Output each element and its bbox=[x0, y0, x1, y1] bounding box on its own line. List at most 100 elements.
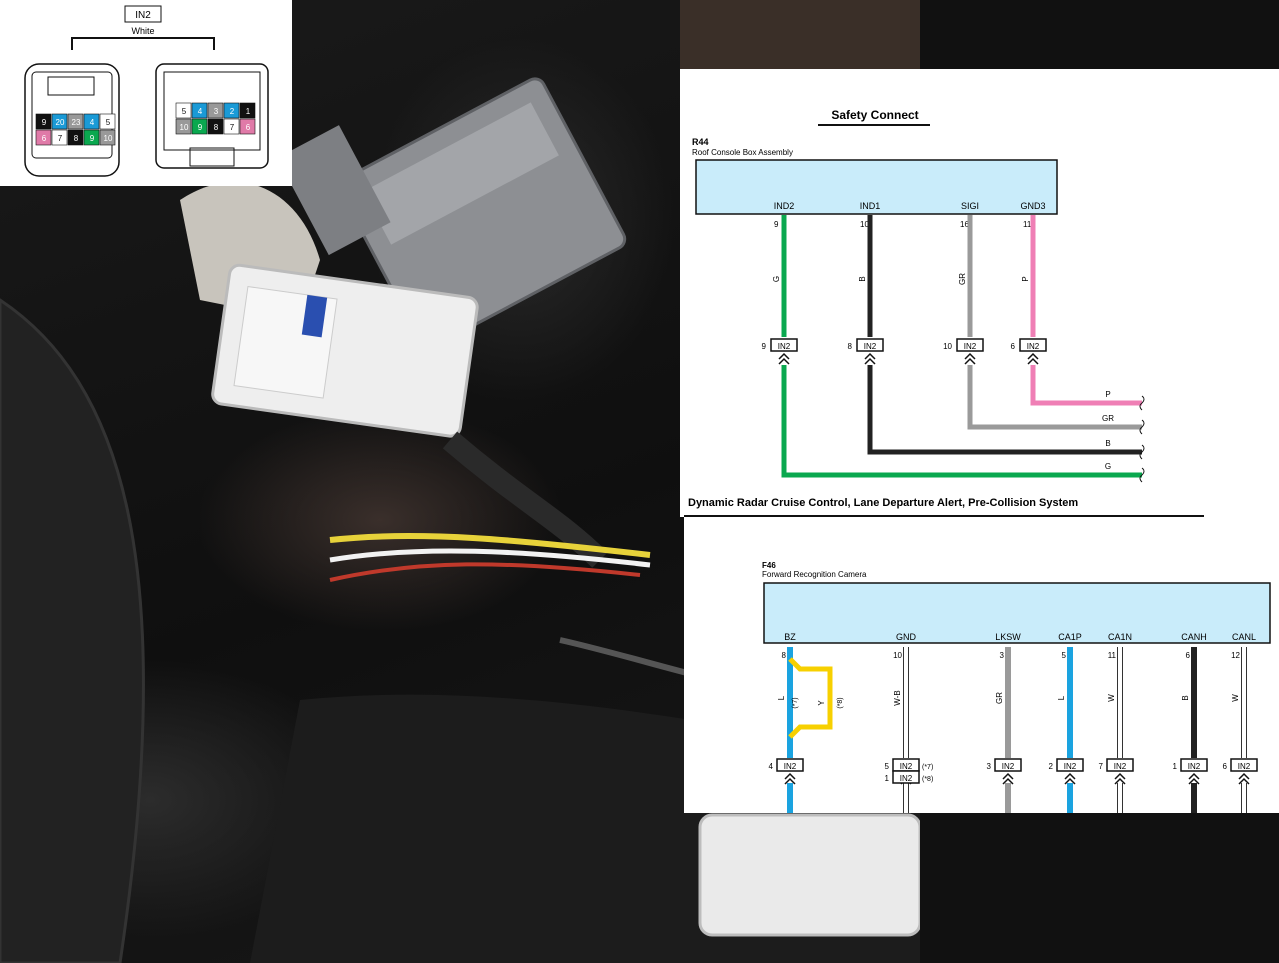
wire-color-code: W bbox=[1231, 694, 1240, 702]
pin-number: 12 bbox=[1231, 651, 1240, 660]
component-id: R44 bbox=[692, 137, 709, 147]
chevron bbox=[1002, 772, 1014, 785]
inset-pin-number: 10 bbox=[180, 123, 189, 132]
conn-box bbox=[994, 758, 1022, 772]
pin-name-canl: CANL bbox=[1232, 632, 1256, 642]
conn-box bbox=[856, 338, 884, 352]
chevron bbox=[1188, 772, 1200, 785]
conn-label: IN2 bbox=[1114, 762, 1127, 771]
wire-yellow bbox=[329, 532, 651, 558]
component-box bbox=[695, 159, 1058, 215]
radar-component-name: Forward Recognition Camera bbox=[762, 570, 867, 579]
chevron bbox=[1027, 352, 1039, 365]
inset-pin-number: 9 bbox=[42, 118, 47, 127]
conn-pin: 6 bbox=[1223, 762, 1228, 771]
pin-name-lksw: LKSW bbox=[995, 632, 1021, 642]
pin-name-sigi: SIGI bbox=[961, 201, 979, 211]
conn-box bbox=[1056, 758, 1084, 772]
radar-component-id: F46 bbox=[762, 561, 776, 570]
wire-color-code: B bbox=[1181, 695, 1190, 700]
inset-pin-number: 6 bbox=[42, 134, 47, 143]
wire-run-gnd3 bbox=[1030, 365, 1142, 406]
inset-pin-number: 4 bbox=[198, 107, 203, 116]
wire-color-code: GR bbox=[995, 692, 1004, 704]
inset-pin-number: 23 bbox=[72, 118, 81, 127]
wire-run-sigi bbox=[967, 365, 1142, 430]
conn-box bbox=[776, 758, 804, 772]
inset-pin-number: 5 bbox=[106, 118, 111, 127]
pin-number: 11 bbox=[1108, 651, 1117, 660]
wire-color-code: L bbox=[1057, 695, 1066, 700]
inset-pin bbox=[51, 113, 68, 130]
pin-name-gnd3: GND3 bbox=[1020, 201, 1045, 211]
conn-box-alt bbox=[892, 770, 920, 784]
inset-pin-number: 4 bbox=[90, 118, 95, 127]
conn-label: IN2 bbox=[964, 342, 977, 351]
chevron bbox=[864, 352, 876, 365]
break-mark bbox=[1139, 467, 1145, 483]
wire-run-ind2 bbox=[781, 365, 1142, 478]
inset-pin bbox=[223, 102, 240, 119]
wire-color-code: L bbox=[777, 695, 786, 700]
wire-end-label: B bbox=[1105, 439, 1110, 448]
inset-pin-number: 20 bbox=[56, 118, 65, 127]
conn-pin: 1 bbox=[1173, 762, 1178, 771]
inset-pin-number: 9 bbox=[90, 134, 95, 143]
wire-note: (*7) bbox=[792, 697, 799, 708]
pin-name-ind1: IND1 bbox=[860, 201, 881, 211]
gnd-note-a: (*7) bbox=[922, 764, 933, 771]
chevron bbox=[964, 352, 976, 365]
conn-label: IN2 bbox=[1064, 762, 1077, 771]
inset-pin bbox=[175, 102, 192, 119]
wire-note: (*8) bbox=[837, 697, 844, 708]
wire-red bbox=[329, 562, 641, 582]
conn-box bbox=[770, 338, 798, 352]
inset-pin bbox=[99, 113, 116, 130]
pin-number: 11 bbox=[1023, 220, 1032, 229]
radar-component-box bbox=[763, 582, 1271, 644]
break-mark bbox=[1139, 419, 1145, 435]
chevron bbox=[784, 772, 796, 785]
inset-pin bbox=[35, 113, 52, 130]
wire-end-label: GR bbox=[1102, 414, 1114, 423]
conn-box bbox=[1019, 338, 1047, 352]
wire-color-code: G bbox=[772, 276, 781, 282]
wire-run-ind1 bbox=[867, 365, 1142, 455]
conn-pin: 2 bbox=[1049, 762, 1054, 771]
inset-pin bbox=[223, 118, 240, 135]
wire-color-code: P bbox=[1021, 276, 1030, 281]
safety-connect-title: Safety Connect bbox=[831, 108, 918, 122]
pin-name-canh: CANH bbox=[1181, 632, 1207, 642]
break-mark bbox=[1139, 395, 1145, 411]
conn-pin: 10 bbox=[943, 342, 952, 351]
inset-pin-number: 8 bbox=[74, 134, 79, 143]
inset-pin-number: 7 bbox=[58, 134, 63, 143]
pin-number: 3 bbox=[1000, 651, 1005, 660]
conn-label: IN2 bbox=[1188, 762, 1201, 771]
conn-pin: 4 bbox=[769, 762, 774, 771]
pin-name-ca1p: CA1P bbox=[1058, 632, 1082, 642]
conn-label: IN2 bbox=[864, 342, 877, 351]
conn-pin: 3 bbox=[987, 762, 992, 771]
conn-label: IN2 bbox=[1238, 762, 1251, 771]
inset-color-name: White bbox=[131, 26, 154, 36]
wire-end-label: G bbox=[1105, 462, 1111, 471]
wire-bz-yellow bbox=[788, 657, 833, 739]
conn-pin: 7 bbox=[1099, 762, 1104, 771]
inset-bracket bbox=[71, 37, 215, 50]
white-connector bbox=[211, 263, 479, 438]
pin-name-ind2: IND2 bbox=[774, 201, 795, 211]
conn-box bbox=[1106, 758, 1134, 772]
inset-pin-number: 7 bbox=[230, 123, 235, 132]
conn-box bbox=[1230, 758, 1258, 772]
wire-color-code: Y bbox=[817, 700, 826, 706]
wire-color-code: B bbox=[858, 276, 867, 281]
component-name: Roof Console Box Assembly bbox=[692, 148, 793, 157]
inset-pin bbox=[207, 102, 224, 119]
wire-color-code: W-B bbox=[893, 690, 902, 705]
inset-pin bbox=[239, 102, 256, 119]
